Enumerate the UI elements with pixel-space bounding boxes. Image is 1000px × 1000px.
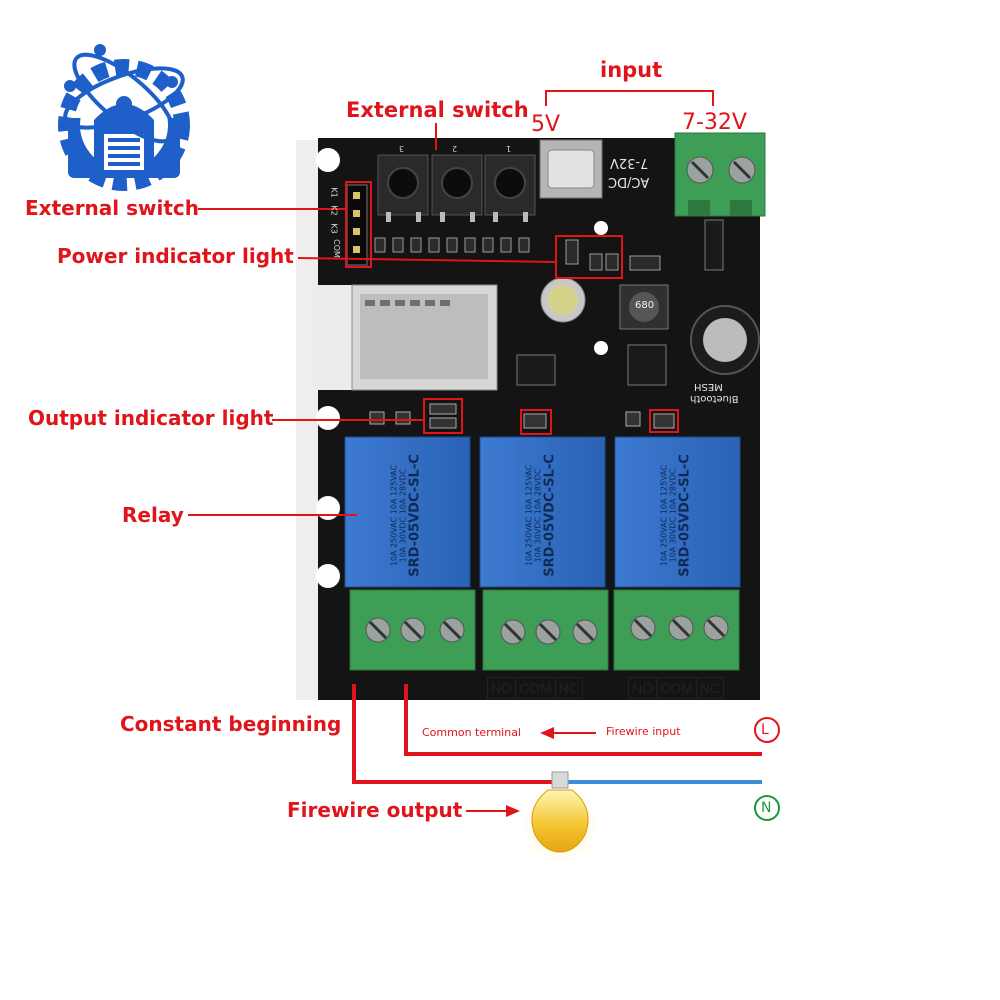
inductor-code: 680	[635, 300, 655, 311]
terminal-label-no: NO	[629, 678, 657, 698]
pin-label-k1: K1	[329, 187, 339, 198]
pin-header	[346, 184, 368, 266]
terminal-label-nc: NC	[699, 680, 720, 696]
pin-label-column: K1 K2 K3 COM	[327, 187, 345, 268]
live-symbol-label: L	[761, 722, 769, 738]
common-terminal-label: Common terminal	[422, 726, 521, 739]
relay-3-rating-a: 10A 250VAC 10A 125VAC	[659, 464, 669, 567]
firewire-output-label: Firewire output	[287, 798, 463, 822]
terminal-labels-group-1: NO COM NC	[487, 677, 583, 699]
input-label: input	[600, 58, 663, 82]
external-switch-top-label: External switch	[346, 98, 529, 122]
terminal-label-com: COM	[516, 678, 556, 698]
power-indicator-label: Power indicator light	[57, 244, 294, 268]
relay-label: Relay	[122, 503, 184, 527]
button-number-1: 1	[506, 144, 512, 153]
relay-3: 10A 250VAC 10A 125VAC 10A 30VDC 10A 28VD…	[615, 437, 740, 587]
constant-beginning-label: Constant beginning	[120, 712, 342, 736]
silkscreen-voltage: 7-32V	[610, 155, 649, 170]
output-terminals	[349, 589, 740, 671]
light-bulb-icon	[522, 771, 598, 863]
relay-1-rating-b: 10A 30VDC 10A 28VDC	[398, 468, 408, 563]
relay-2-model: SRD-05VDC-SL-C	[542, 454, 558, 577]
relay-2-rating-b: 10A 30VDC 10A 28VDC	[533, 468, 543, 563]
silkscreen-bluetooth: Bluetooth	[690, 393, 739, 404]
silkscreen-mesh: MESH	[694, 381, 723, 392]
relay-1-rating-a: 10A 250VAC 10A 125VAC	[389, 464, 399, 567]
silkscreen-acdc: AC/DC	[608, 174, 650, 189]
wiring	[352, 684, 762, 817]
terminal-label-com: COM	[657, 678, 697, 698]
relays	[344, 436, 741, 588]
terminal-label-no: NO	[488, 678, 516, 698]
neutral-symbol	[754, 795, 780, 821]
button-number-2: 2	[452, 144, 458, 153]
terminal-labels-group-2: NO COM NC	[628, 677, 724, 699]
firewire-input-label: Firewire input	[606, 725, 681, 738]
relay-1: 10A 250VAC 10A 125VAC 10A 30VDC 10A 28VD…	[345, 437, 470, 587]
terminal-label-nc: NC	[558, 680, 579, 696]
pin-label-k3: K3	[329, 223, 339, 234]
seven-32-volt-label: 7-32V	[682, 110, 747, 135]
pin-label-k2: K2	[329, 205, 339, 216]
neutral-symbol-label: N	[761, 800, 772, 816]
button-number-3: 3	[399, 144, 405, 153]
external-switch-left-label: External switch	[25, 196, 199, 220]
pin-label-com: COM	[331, 239, 341, 258]
relay-1-model: SRD-05VDC-SL-C	[407, 454, 423, 577]
live-symbol	[754, 717, 780, 743]
highlight-boxes	[345, 181, 679, 435]
relay-2: 10A 250VAC 10A 125VAC 10A 30VDC 10A 28VD…	[480, 437, 605, 587]
relay-3-model: SRD-05VDC-SL-C	[677, 454, 693, 577]
relay-2-rating-a: 10A 250VAC 10A 125VAC	[524, 464, 534, 567]
tactile-buttons	[377, 154, 536, 222]
output-indicator-label: Output indicator light	[28, 406, 274, 430]
brand-logo	[58, 44, 190, 191]
relay-3-rating-b: 10A 30VDC 10A 28VDC	[668, 468, 678, 563]
five-volt-label: 5V	[531, 112, 561, 137]
relay-board	[296, 132, 766, 700]
leader-lines	[188, 90, 714, 516]
